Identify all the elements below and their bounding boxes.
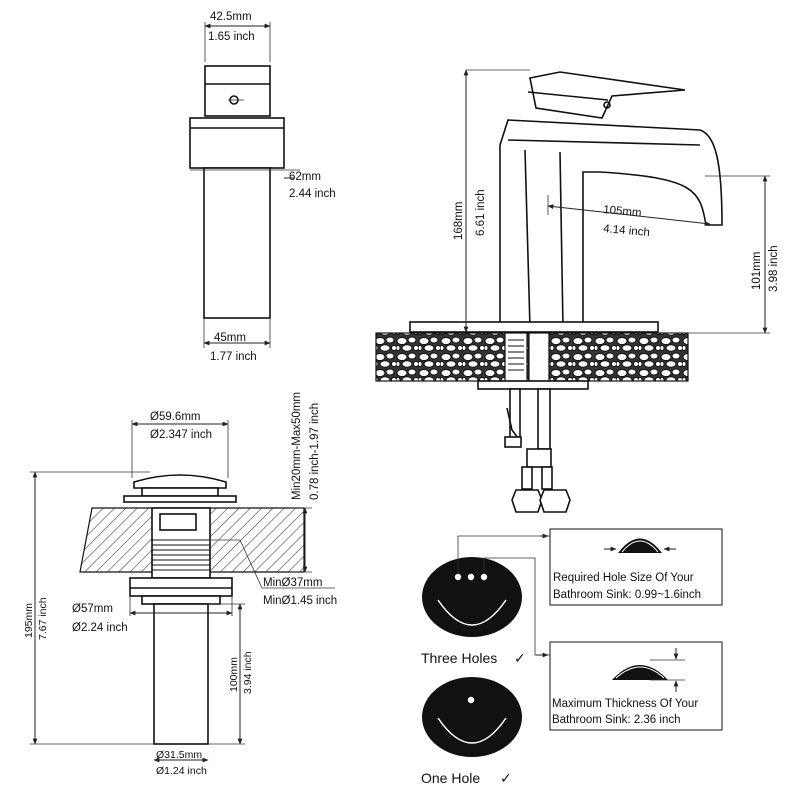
drain-cap-in: Ø2.347 inch [150, 429, 212, 441]
top-width-in: 1.65 inch [208, 31, 255, 43]
drain-counter-in: 0.78 inch-1.97 inch [309, 403, 321, 500]
one-hole-label: One Hole [421, 770, 480, 786]
drain-total-in: 7.67 inch [37, 597, 49, 640]
thickness-line1: Maximum Thickness Of Your [552, 698, 698, 710]
side-spout-mm: 101mm [751, 252, 763, 290]
top-width-mm: 42.5mm [210, 11, 252, 23]
hole-size-line1: Required Hole Size Of Your [553, 572, 694, 584]
drain-nut-in: Ø2.24 inch [72, 622, 128, 634]
side-height-mm: 168mm [453, 202, 465, 240]
drain-pipe-in: Ø1.24 inch [156, 765, 207, 777]
drain-tail-mm: 100mm [228, 657, 240, 692]
front-base-mm: 45mm [214, 332, 246, 344]
one-hole-check: ✓ [500, 770, 512, 786]
three-holes-label: Three Holes [421, 650, 497, 666]
drain-cap-mm: Ø59.6mm [150, 411, 201, 423]
drain-nut-mm: Ø57mm [72, 603, 113, 615]
front-depth-mm: 62mm [289, 171, 321, 183]
drain-counter-mm: Min20mm-Max50mm [291, 392, 303, 500]
side-height-in: 6.61 inch [475, 189, 487, 236]
side-view-group: 168mm 6.61 inch 105mm 4.14 inch 101mm 3.… [375, 69, 780, 513]
side-spout-in: 3.98 inch [768, 245, 780, 292]
drain-group: Ø59.6mm Ø2.347 inch Min20mm-Max50mm 0.78… [23, 392, 337, 777]
thickness-line2: Bathroom Sink: 2.36 inch [552, 714, 681, 726]
side-reach-mm: 105mm [603, 204, 642, 219]
three-hole-sink-icon [422, 557, 522, 637]
front-base-in: 1.77 inch [210, 351, 257, 363]
sink-info-group: Three Holes ✓ One Hole ✓ Required Hole S… [421, 528, 723, 786]
drain-total-mm: 195mm [23, 603, 35, 638]
three-holes-check: ✓ [514, 650, 526, 666]
hole-size-line2: Bathroom Sink: 0.99~1.6inch [553, 589, 701, 601]
front-view-group: 42.5mm 1.65 inch 62mm 2.44 inch 45mm 1.7… [189, 11, 336, 363]
sink-thickness-icon [612, 648, 685, 692]
drain-hole-mm: MinØ37mm [263, 577, 322, 589]
drain-hole-in: MinØ1.45 inch [263, 595, 337, 607]
drain-pipe-mm: Ø31.5mm [156, 749, 202, 761]
side-reach-in: 4.14 inch [603, 223, 651, 239]
front-depth-in: 2.44 inch [289, 188, 336, 200]
hole-size-icon [604, 538, 676, 553]
one-hole-sink-icon [422, 677, 522, 757]
drain-tail-in: 3.94 inch [242, 651, 254, 694]
